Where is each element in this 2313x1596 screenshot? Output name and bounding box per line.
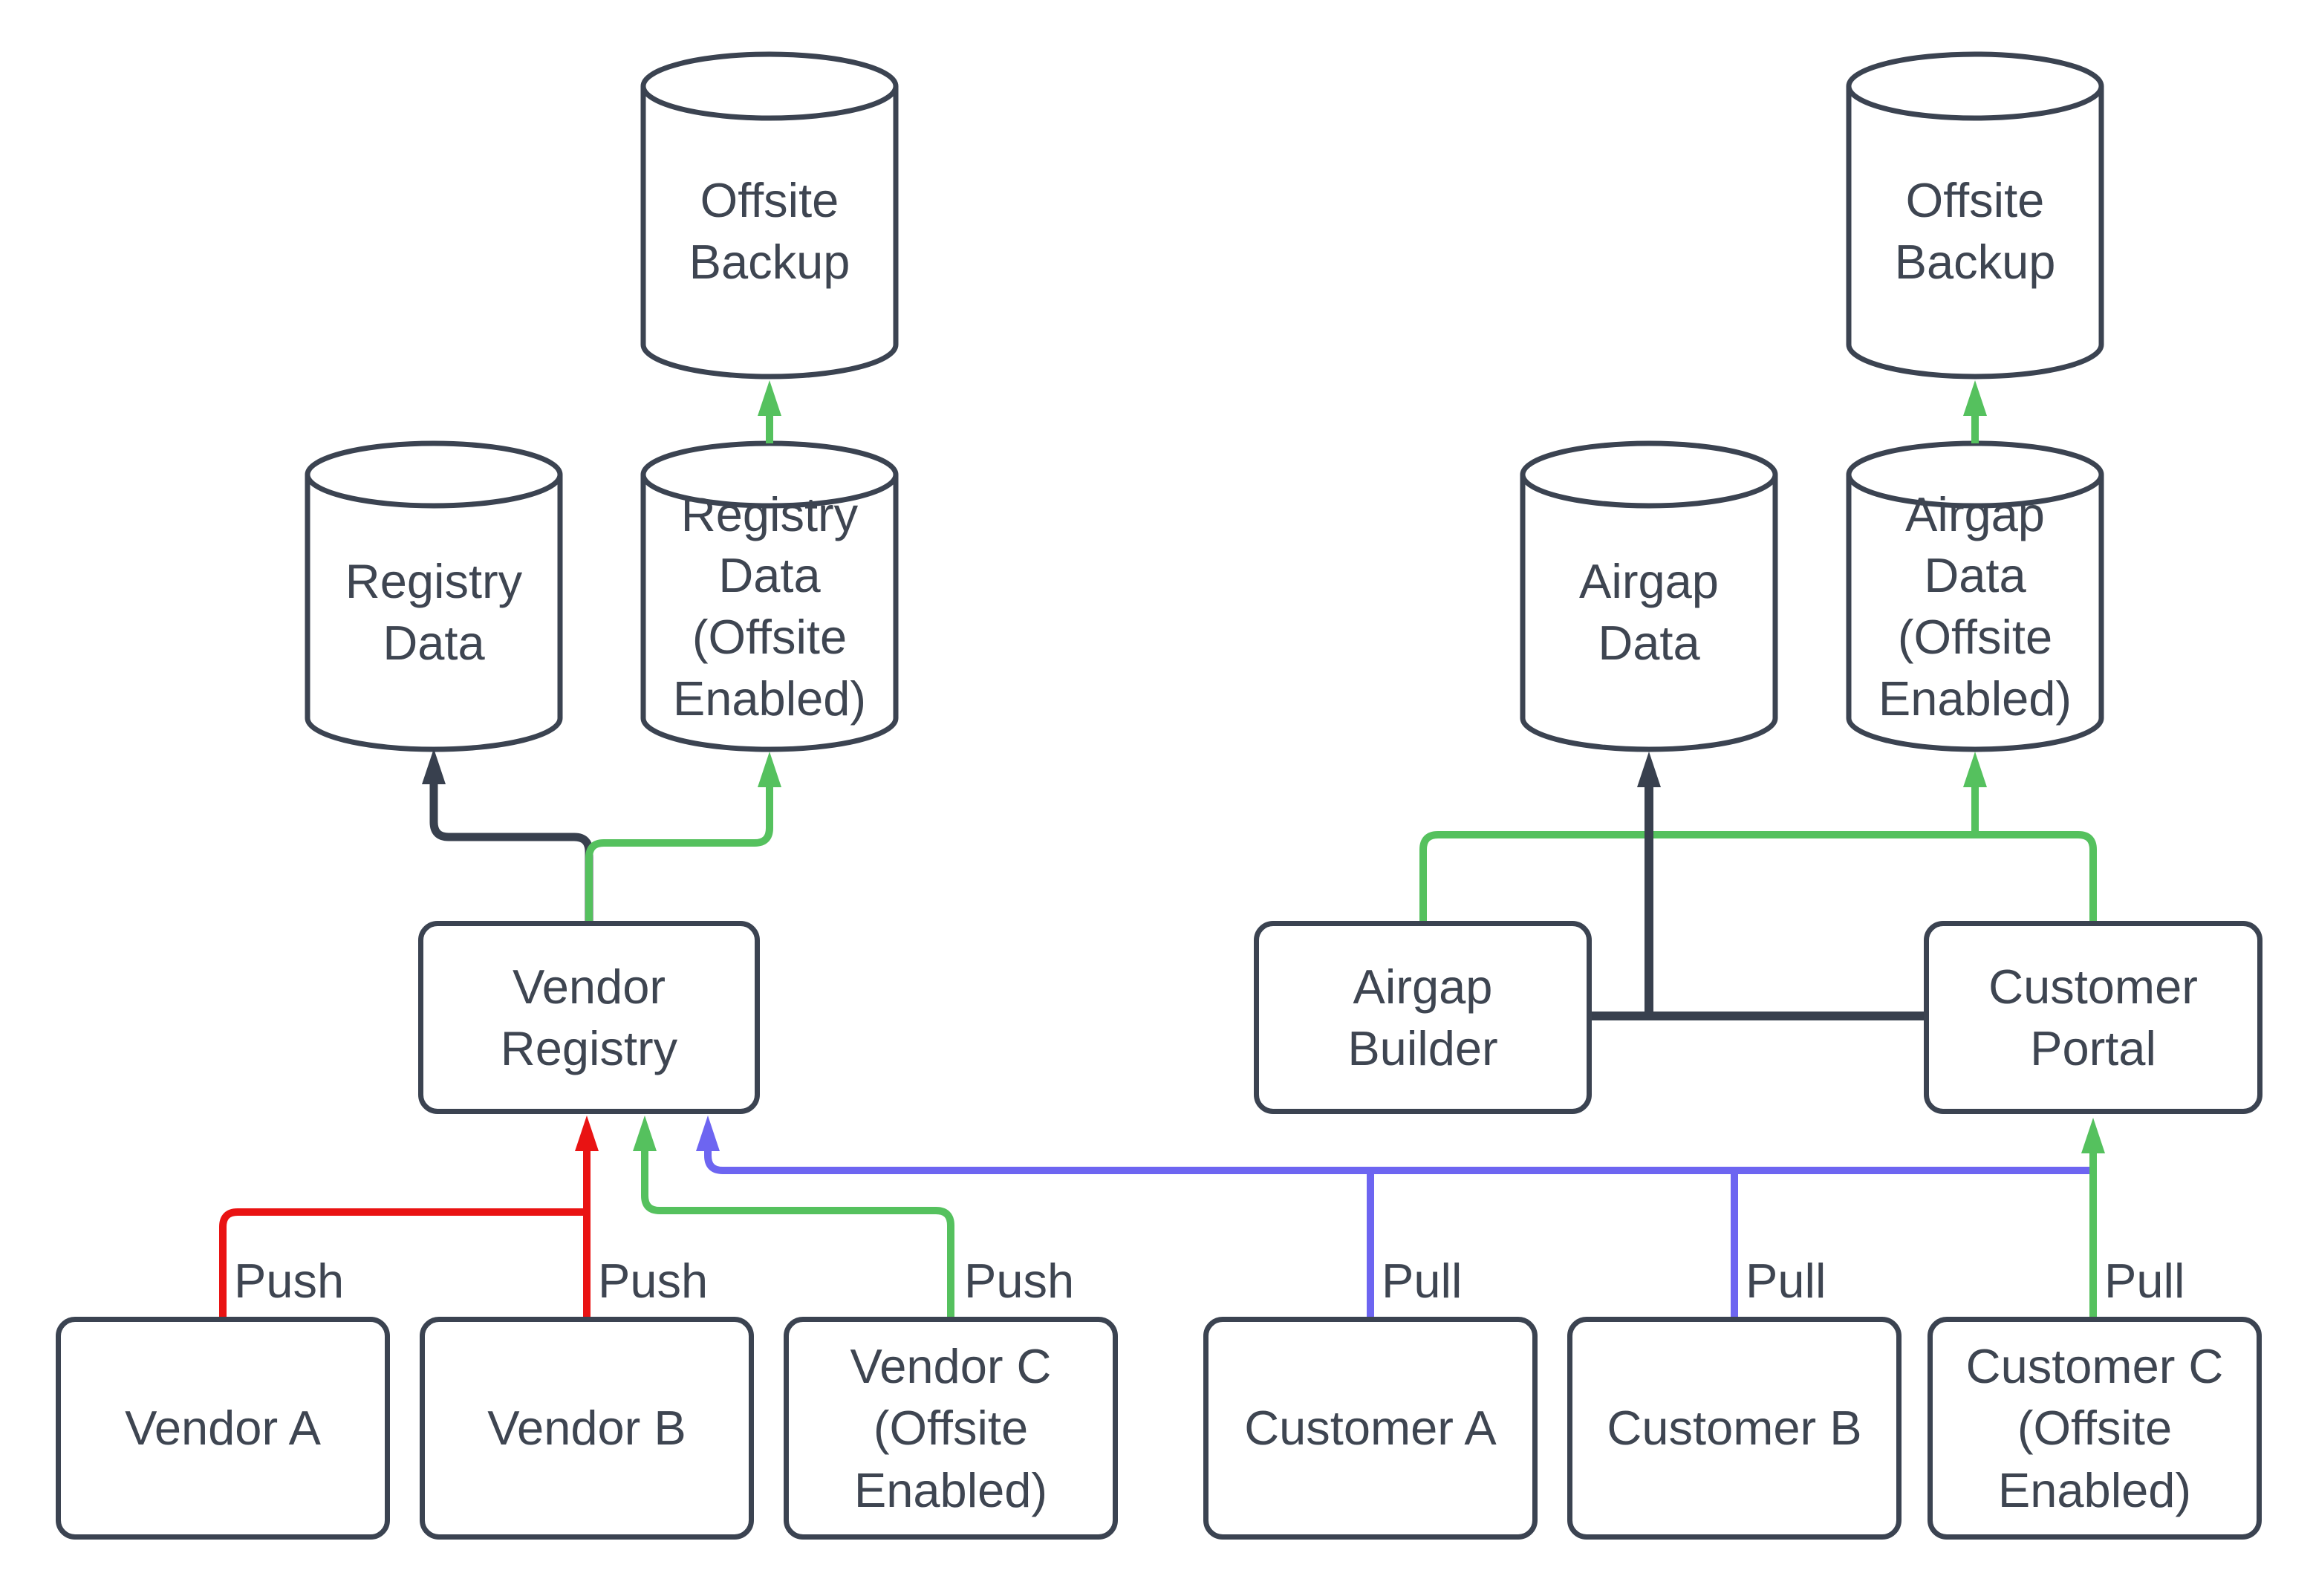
arrowhead-registry-data-offsite: [758, 752, 781, 787]
arrowhead-airgap-data: [1637, 752, 1661, 787]
arrowhead-push-red: [575, 1115, 599, 1151]
node-customer-c: Customer C (Offsite Enabled): [1928, 1317, 2262, 1540]
arrowhead-registry-data: [422, 749, 446, 784]
edge-label-pull-a: Pull: [1382, 1253, 1463, 1308]
node-airgap-builder: Airgap Builder: [1254, 921, 1592, 1114]
node-customer-a: Customer A: [1203, 1317, 1538, 1540]
node-vendor-c: Vendor C (Offsite Enabled): [784, 1317, 1118, 1540]
edge-label-pull-c: Pull: [2104, 1253, 2185, 1308]
edge-builder-portal-to-airgap-offsite: [1419, 831, 2097, 921]
node-customer-b: Customer B: [1567, 1317, 1902, 1540]
arrowhead-pull-green: [2081, 1118, 2105, 1153]
cylinder-offsite-backup-left: [640, 51, 899, 380]
edge-customer-pull-bus: [704, 1151, 2093, 1174]
edge-label-push-c: Push: [964, 1253, 1075, 1308]
edge-vendor-a-push: [219, 1208, 587, 1317]
edge-label-pull-b: Pull: [1746, 1253, 1826, 1308]
arrowhead-pull-blue: [696, 1115, 720, 1151]
cylinder-airgap-data: [1520, 440, 1778, 752]
edge-vendor-c-push: [641, 1151, 954, 1317]
node-vendor-b: Vendor B: [420, 1317, 754, 1540]
arrowhead-airgap-data-offsite: [1963, 752, 1987, 787]
cylinder-offsite-backup-right: [1846, 51, 2104, 380]
edge-label-push-b: Push: [598, 1253, 709, 1308]
cylinder-registry-data-offsite: [640, 440, 899, 752]
node-vendor-registry: Vendor Registry: [418, 921, 760, 1114]
arrowhead-push-green: [633, 1115, 657, 1151]
cylinder-registry-data: [305, 440, 563, 752]
edge-registry-to-registry-data: [429, 784, 593, 921]
node-vendor-a: Vendor A: [56, 1317, 390, 1540]
arrowhead-offsite-backup-left: [758, 380, 781, 416]
arrowhead-offsite-backup-right: [1963, 380, 1987, 416]
edge-registry-to-registry-offsite: [585, 787, 773, 921]
cylinder-airgap-data-offsite: [1846, 440, 2104, 752]
edge-label-push-a: Push: [234, 1253, 345, 1308]
node-customer-portal: Customer Portal: [1924, 921, 2262, 1114]
